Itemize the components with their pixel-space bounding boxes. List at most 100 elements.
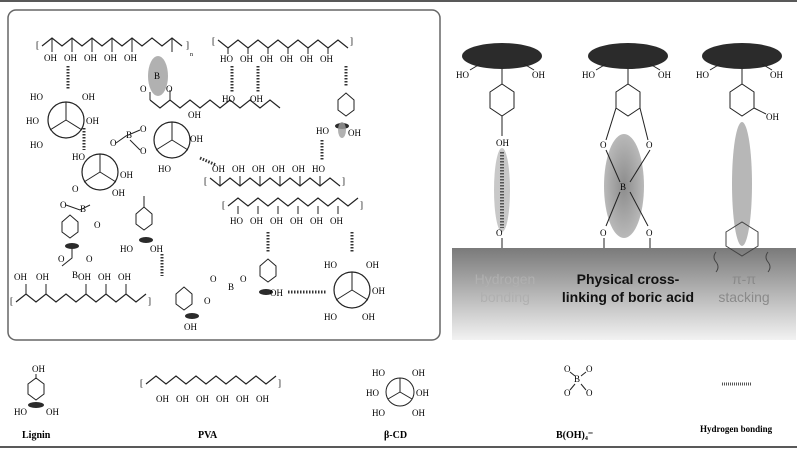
mechanism-label-line: linking of boric acid (562, 289, 694, 305)
boric-acid-crosslink-highlight (148, 56, 168, 96)
ho-label: HO (366, 388, 379, 398)
oh-label: OH (196, 394, 209, 404)
hydrogen-bond-marks (66, 66, 354, 294)
mechanism-label-line: bonding (480, 289, 530, 305)
lignin-disc (462, 43, 542, 69)
ho-label: HO (230, 216, 243, 226)
oxygen-label: O (564, 388, 571, 398)
oh-label: OH (112, 188, 125, 198)
substrate-surface (452, 248, 796, 340)
oxygen-label: O (586, 388, 593, 398)
oh-label: OH (120, 170, 133, 180)
pva-chain: [] OH OH OH OH OH HO (204, 164, 345, 187)
surface-benzene-ring (725, 221, 759, 257)
oh-label: OH (532, 70, 545, 80)
oh-label: OH (14, 272, 27, 282)
boron-label: B (154, 71, 160, 81)
ho-label: HO (324, 260, 337, 270)
oxygen-label: O (110, 138, 117, 148)
mechanism-label-line: π-π (732, 271, 756, 287)
oxygen-label: O (166, 84, 173, 94)
legend-item-pva: [] OH OH OH OH OH OH PVA (140, 375, 281, 441)
legend-label: Hydrogen bonding (700, 424, 773, 434)
ho-label: HO (696, 70, 709, 80)
oxygen-label: O (210, 274, 217, 284)
oh-label: OH (280, 54, 293, 64)
oh-label: OH (250, 216, 263, 226)
svg-text:]: ] (342, 176, 345, 186)
benzene-ring (489, 83, 515, 117)
oh-label: OH (412, 368, 425, 378)
oh-label: OH (366, 260, 379, 270)
repeat-n-label: n (190, 52, 193, 58)
boric-acid-crosslink-highlight (604, 134, 644, 238)
oxygen-label: O (204, 296, 211, 306)
svg-text:]: ] (278, 378, 281, 388)
benzene-ring (259, 258, 277, 283)
hydrogen-bonding-molecule: HO OH OH O (456, 43, 545, 248)
benzene-ring (615, 83, 641, 117)
oh-label: OH (232, 164, 245, 174)
oxygen-label: O (646, 228, 653, 238)
oh-label: OH (300, 54, 313, 64)
oxygen-label: O (72, 184, 79, 194)
ho-label: HO (30, 92, 43, 102)
oh-label: OH (250, 94, 263, 104)
oh-label: OH (32, 364, 45, 374)
svg-text:]: ] (350, 36, 353, 46)
oh-label: OH (260, 54, 273, 64)
ho-label: HO (582, 70, 595, 80)
pva-chain: [] HO OH OH OH OH OH (222, 197, 363, 226)
ho-label: HO (220, 54, 233, 64)
ho-label: HO (30, 140, 43, 150)
svg-text:[: [ (204, 176, 207, 186)
oh-label: OH (658, 70, 671, 80)
boron-label: B (72, 270, 78, 280)
mechanism-label-line: Hydrogen (475, 271, 536, 287)
oh-label: OH (270, 216, 283, 226)
oh-label: OH (124, 53, 137, 63)
pva-chain (149, 90, 281, 109)
oh-label: OH (348, 128, 361, 138)
svg-text:]: ] (148, 296, 151, 306)
oh-label: OH (256, 394, 269, 404)
oxygen-label: O (600, 228, 607, 238)
oh-label: OH (190, 134, 203, 144)
benzene-ring (61, 214, 79, 239)
boron-label: B (574, 374, 580, 384)
boric-acid-molecule: HO OH O O B O O (582, 43, 671, 248)
oh-label: OH (118, 272, 131, 282)
beta-cd-wheel: HO OH OH HO OH (324, 260, 385, 322)
ho-label: HO (324, 312, 337, 322)
oh-label: OH (184, 322, 197, 332)
legend-item-lignin: OH HO OH Lignin (14, 364, 59, 441)
oxygen-label: O (240, 274, 247, 284)
oh-label: OH (150, 244, 163, 254)
oxygen-label: O (496, 228, 503, 238)
oh-label: OH (216, 394, 229, 404)
oxygen-label: O (58, 254, 65, 264)
pi-stacking-highlight (732, 122, 752, 246)
lignin-disc (65, 243, 79, 249)
legend-item-borate: B O O O O B(OH)₄⁻ (556, 364, 593, 441)
oh-label: OH (330, 216, 343, 226)
boron-label: B (228, 282, 234, 292)
pva-chain: [] HO OH OH OH OH OH (212, 36, 353, 64)
mechanism-label-line: stacking (718, 289, 769, 305)
oh-label: OH (240, 54, 253, 64)
oh-label: OH (320, 54, 333, 64)
oxygen-label: O (86, 254, 93, 264)
oh-label: OH (252, 164, 265, 174)
benzene-ring (175, 286, 193, 311)
oh-label: OH (372, 286, 385, 296)
oh-label: OH (236, 394, 249, 404)
oh-label: OH (44, 53, 57, 63)
oxygen-label: O (140, 146, 147, 156)
beta-cd-wheel: HO OH HO OH HO HO (26, 92, 99, 162)
oxygen-label: O (586, 364, 593, 374)
lignin-disc (259, 289, 273, 295)
oh-label: OH (310, 216, 323, 226)
oh-label: OH (98, 272, 111, 282)
